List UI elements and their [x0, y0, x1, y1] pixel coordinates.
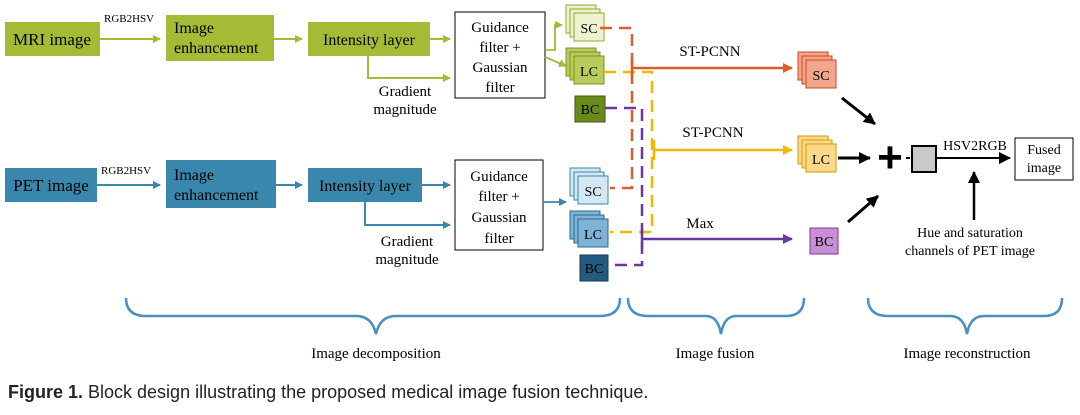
- mri-lc-label: LC: [580, 65, 598, 80]
- image-decomposition-label: Image decomposition: [311, 346, 441, 362]
- pet-enhancement-line2: enhancement: [174, 187, 259, 204]
- pet-bc-box: [579, 254, 609, 282]
- mri-guidance-line2: filter +: [479, 40, 520, 56]
- image-fusion-brace: [626, 297, 806, 335]
- pet-bc-label: BC: [585, 262, 604, 277]
- sc-to-plus-arrow: [841, 96, 876, 126]
- pet-enhancement-box: [166, 160, 276, 208]
- hsv2rgb-label: HSV2RGB: [943, 139, 1007, 154]
- image-reconstruction-label: Image reconstruction: [903, 346, 1031, 362]
- bc-max-label: Max: [686, 216, 714, 232]
- fusion-block-diagram: MRI image RGB2HSV Image enhancement Inte…: [5, 4, 1074, 362]
- pet-lc-stack: [569, 210, 609, 248]
- pet-gradient-line2: magnitude: [375, 252, 439, 268]
- pet-sc-label: SC: [584, 185, 601, 200]
- lc-dashed-connector: [604, 70, 654, 234]
- pet-image-box: [5, 168, 97, 202]
- bc-to-plus-arrow: [847, 194, 879, 224]
- fused-image-line1: Fused: [1027, 143, 1060, 158]
- fused-lc-label: LC: [812, 153, 830, 168]
- pet-gradient-line1: Gradient: [381, 234, 434, 250]
- image-reconstruction-brace: [866, 297, 1064, 335]
- mri-guidance-filter-box: [454, 11, 546, 99]
- mri-enhancement-box: [166, 15, 274, 61]
- pet-guidance-line3: Gaussian: [472, 210, 527, 226]
- mri-enhancement-line2: enhancement: [174, 40, 259, 57]
- hue-saturation-line1: Hue and saturation: [917, 226, 1023, 241]
- plus-sign: +: [877, 133, 903, 182]
- hue-saturation-line2: channels of PET image: [905, 244, 1035, 259]
- figure-caption-label: Figure 1.: [8, 382, 84, 402]
- pet-intensity-layer-label: Intensity layer: [319, 178, 412, 195]
- mri-gradient-line1: Gradient: [379, 84, 432, 100]
- figure-caption: Figure 1. Block design illustrating the …: [8, 382, 1068, 403]
- sc-st-pcnn-label: ST-PCNN: [679, 44, 740, 60]
- pet-image-label: PET image: [13, 176, 89, 195]
- mri-filter-to-sc-arrow: [545, 21, 563, 51]
- mri-gradient-arrow: [367, 56, 451, 82]
- figure-caption-text: Block design illustrating the proposed m…: [83, 382, 649, 402]
- fused-image-line2: image: [1027, 161, 1061, 176]
- image-decomposition-brace: [124, 297, 622, 335]
- pet-gradient-arrow: [364, 202, 451, 229]
- hsv2rgb-box: [911, 145, 937, 173]
- mri-image-box: [5, 22, 100, 56]
- mri-gradient-line2: magnitude: [373, 102, 437, 118]
- mri-bc-label: BC: [581, 103, 600, 118]
- pet-intensity-layer-box: [308, 168, 422, 202]
- mri-guidance-line1: Guidance: [471, 20, 529, 36]
- pet-guidance-line2: filter +: [478, 189, 519, 205]
- mri-intensity-layer-box: [308, 22, 430, 56]
- pet-enhancement-line1: Image: [174, 167, 214, 184]
- mri-filter-to-lc-arrow: [544, 56, 567, 67]
- fused-lc-stack: [797, 135, 837, 173]
- mri-sc-stack: [565, 4, 605, 42]
- lc-st-pcnn-label: ST-PCNN: [682, 125, 743, 141]
- fused-sc-stack: [797, 51, 837, 89]
- pet-guidance-filter-box: [454, 159, 544, 251]
- pet-guidance-line4: filter: [484, 231, 513, 247]
- pet-guidance-line1: Guidance: [470, 169, 528, 185]
- mri-enhancement-line1: Image: [174, 20, 214, 37]
- mri-sc-label: SC: [580, 22, 597, 37]
- fused-bc-label: BC: [815, 235, 834, 250]
- pet-lc-label: LC: [584, 228, 602, 243]
- fused-image-box: [1014, 137, 1074, 181]
- mri-guidance-line3: Gaussian: [473, 60, 528, 76]
- image-fusion-label: Image fusion: [676, 346, 755, 362]
- mri-lc-stack: [565, 47, 605, 85]
- fused-bc-box: [809, 227, 839, 255]
- fused-sc-label: SC: [812, 69, 829, 84]
- mri-intensity-layer-label: Intensity layer: [323, 32, 416, 49]
- mri-guidance-line4: filter: [485, 80, 514, 96]
- bc-dashed-connector: [605, 106, 644, 267]
- mri-image-label: MRI image: [13, 30, 91, 49]
- pet-sc-stack: [569, 167, 609, 205]
- pet-rgb2hsv-label: RGB2HSV: [101, 165, 151, 177]
- mri-rgb2hsv-label: RGB2HSV: [104, 13, 154, 25]
